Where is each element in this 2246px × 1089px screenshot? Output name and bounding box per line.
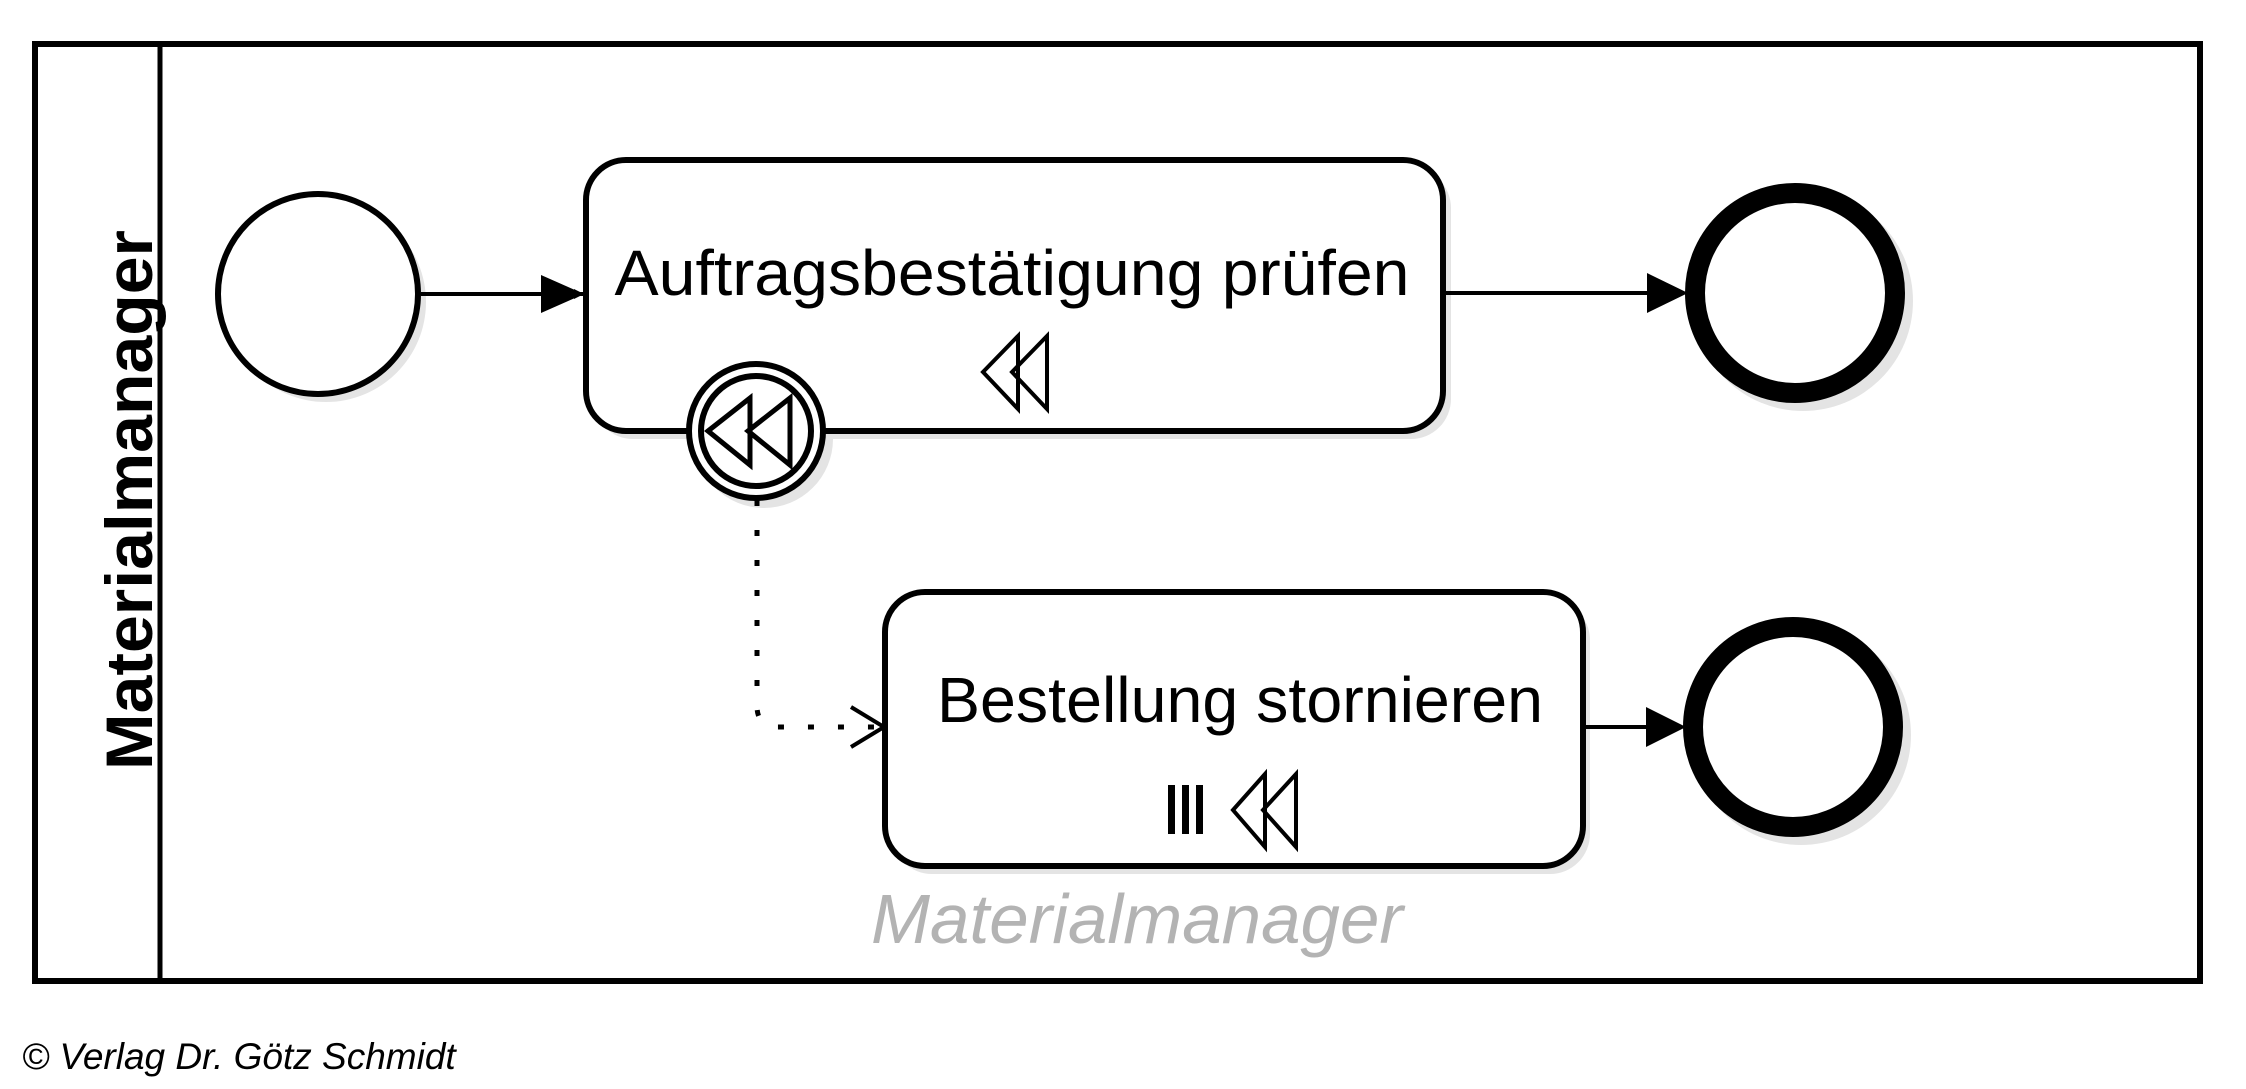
end-event-1[interactable] — [1685, 183, 1905, 403]
compensation-icon — [1230, 768, 1298, 853]
task-2-label: Bestellung stornieren — [937, 664, 1543, 736]
role-annotation: Materialmanager — [871, 880, 1406, 958]
compensation-icon — [980, 331, 1049, 415]
arrowhead — [1647, 273, 1688, 313]
task-2-box[interactable] — [882, 589, 1586, 869]
task-auftragsbestaetigung-pruefen[interactable]: Auftragsbestätigung prüfen — [583, 157, 1446, 434]
compensation-boundary-event[interactable] — [686, 361, 826, 501]
arrowhead — [541, 275, 584, 313]
lane-label: Materialmanager — [92, 230, 166, 770]
rewind-icon — [703, 392, 793, 471]
start-event[interactable] — [215, 191, 421, 397]
end-event-2[interactable] — [1683, 617, 1903, 837]
copyright-notice: © Verlag Dr. Götz Schmidt — [22, 1036, 456, 1077]
task-1-box[interactable] — [583, 157, 1446, 434]
task-1-label: Auftragsbestätigung prüfen — [615, 237, 1410, 309]
task-bestellung-stornieren[interactable]: Bestellung stornieren — [882, 589, 1586, 869]
sequential-multi-instance-icon — [1168, 785, 1203, 834]
arrowhead — [1646, 707, 1686, 747]
